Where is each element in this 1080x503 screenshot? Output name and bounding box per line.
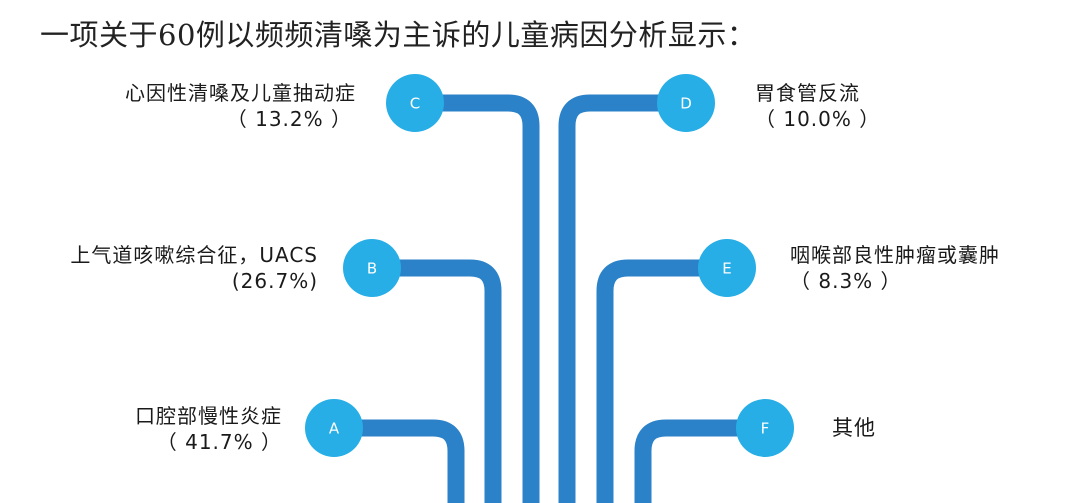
branch-c xyxy=(415,94,540,503)
label-b-pct: (26.7%) xyxy=(231,269,318,293)
label-b: 上气道咳嗽综合征，UACS (26.7%) xyxy=(70,242,318,294)
branch-d xyxy=(558,94,686,503)
label-e-pct: （ 8.3% ） xyxy=(790,269,902,293)
label-c-name: 心因性清嗓及儿童抽动症 xyxy=(125,81,356,105)
page-title: 一项关于60例以频频清嗓为主诉的儿童病因分析显示： xyxy=(40,18,757,52)
label-e: 咽喉部良性肿瘤或囊肿 （ 8.3% ） xyxy=(790,242,1000,294)
svg-text:C: C xyxy=(410,95,420,113)
node-e: E xyxy=(698,239,756,297)
label-d-pct: （ 10.0% ） xyxy=(755,107,881,131)
svg-text:B: B xyxy=(367,260,377,278)
node-b: B xyxy=(343,239,401,297)
svg-text:A: A xyxy=(329,420,340,438)
label-d: 胃食管反流 （ 10.0% ） xyxy=(755,80,880,132)
node-c: C xyxy=(386,74,444,132)
node-d: D xyxy=(657,74,715,132)
node-a: A xyxy=(305,399,363,457)
svg-text:D: D xyxy=(680,95,692,113)
branch-f xyxy=(634,419,765,503)
label-b-name: 上气道咳嗽综合征，UACS xyxy=(70,243,318,267)
svg-text:E: E xyxy=(722,260,731,278)
label-c-pct: （ 13.2% ） xyxy=(226,107,352,131)
svg-text:F: F xyxy=(761,420,770,438)
label-f: 其他 xyxy=(832,415,876,441)
branch-b xyxy=(372,259,502,503)
label-a: 口腔部慢性炎症 （ 41.7% ） xyxy=(135,403,282,455)
label-a-pct: （ 41.7% ） xyxy=(156,430,282,454)
label-c: 心因性清嗓及儿童抽动症 （ 13.2% ） xyxy=(125,80,356,132)
label-f-name: 其他 xyxy=(832,416,876,440)
branch-a xyxy=(334,419,465,503)
label-d-name: 胃食管反流 xyxy=(755,81,860,105)
label-a-name: 口腔部慢性炎症 xyxy=(135,404,282,428)
node-f: F xyxy=(736,399,794,457)
branch-e xyxy=(596,259,727,503)
label-e-name: 咽喉部良性肿瘤或囊肿 xyxy=(790,243,1000,267)
